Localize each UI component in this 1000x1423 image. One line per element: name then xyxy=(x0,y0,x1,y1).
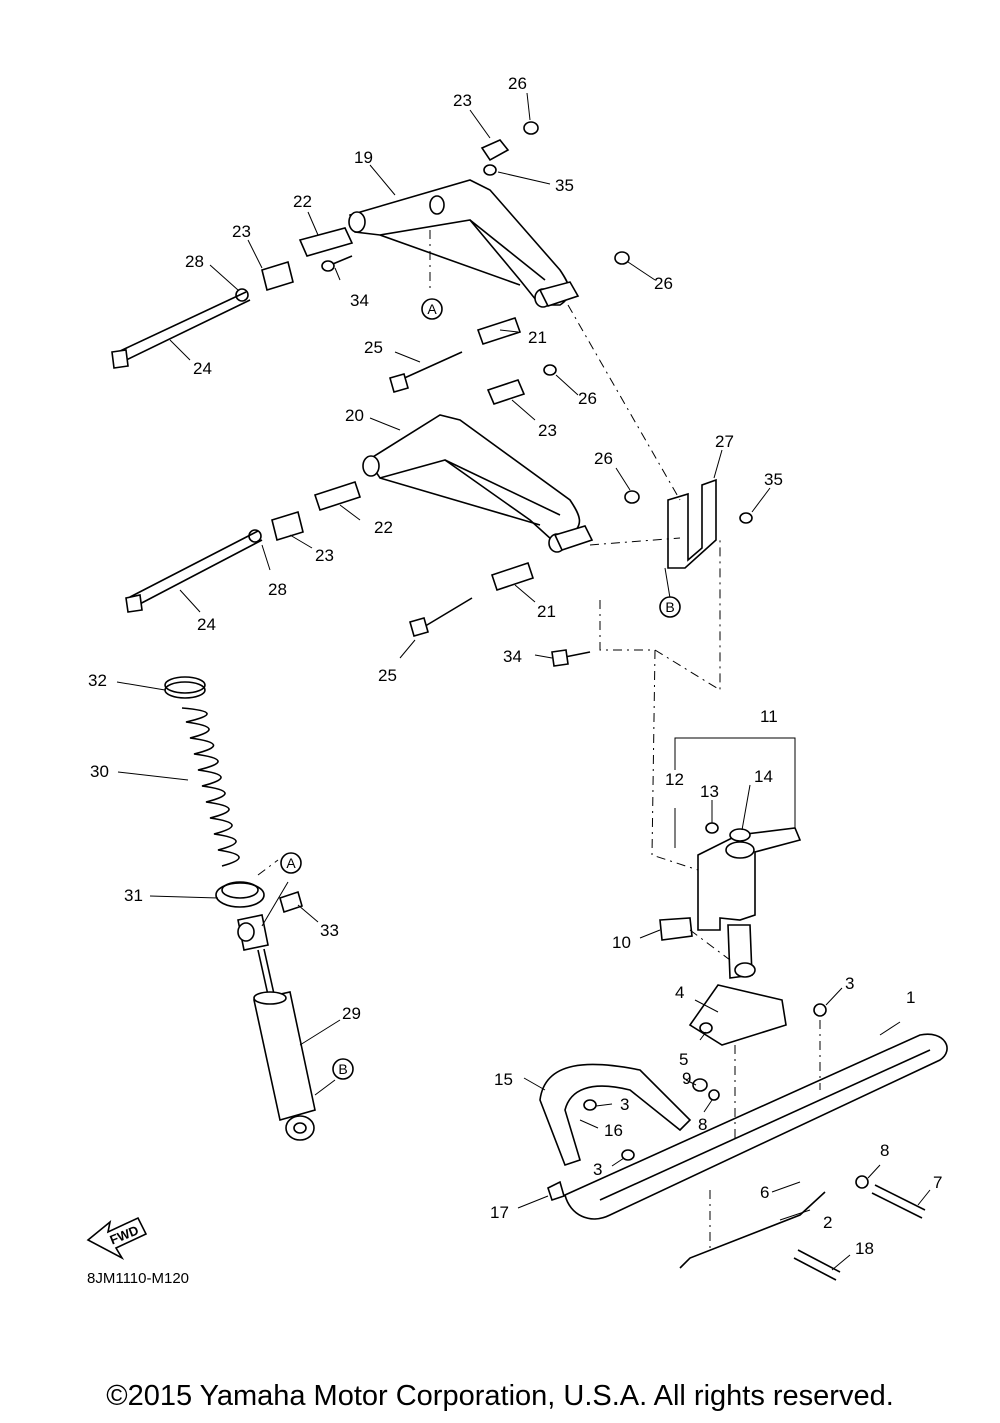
lower-a-arm xyxy=(362,414,594,553)
part-label: 22 xyxy=(374,518,393,537)
part-label: 23 xyxy=(453,91,472,110)
part-label: 23 xyxy=(232,222,251,241)
part-label: 35 xyxy=(555,176,574,195)
part-label: 34 xyxy=(350,291,369,310)
callout-circles: A A B B xyxy=(280,298,681,1080)
part-label: 24 xyxy=(197,615,216,634)
upper-a-arm xyxy=(348,179,580,308)
part-label: 7 xyxy=(933,1173,942,1192)
part-label: 28 xyxy=(185,252,204,271)
part-label: 25 xyxy=(378,666,397,685)
part-label: 23 xyxy=(538,421,557,440)
part-label: 11 xyxy=(760,707,778,726)
part-label: 30 xyxy=(90,762,109,781)
part-label: 28 xyxy=(268,580,287,599)
part-labels: 1 2 3 3 3 4 5 6 7 8 8 9 10 11 12 13 14 1… xyxy=(88,74,942,1258)
part-label: 33 xyxy=(320,921,339,940)
part-label: 16 xyxy=(604,1121,623,1140)
fwd-arrow-icon: FWD xyxy=(86,1216,148,1261)
callout-b-shock: B xyxy=(338,1061,347,1077)
leader-lines xyxy=(116,92,931,1271)
part-label: 20 xyxy=(345,406,364,425)
spindle-assembly xyxy=(659,822,802,979)
copyright-notice: ©2015 Yamaha Motor Corporation, U.S.A. A… xyxy=(106,1380,894,1412)
part-label: 15 xyxy=(494,1070,513,1089)
part-label: 21 xyxy=(537,602,556,621)
part-label: 32 xyxy=(88,671,107,690)
alignment-lines xyxy=(257,230,821,1250)
part-label: 26 xyxy=(508,74,527,93)
part-label: 18 xyxy=(855,1239,874,1258)
part-label: 17 xyxy=(490,1203,509,1222)
ski-assembly xyxy=(539,984,948,1281)
part-label: 2 xyxy=(823,1213,832,1232)
diagram-code: 8JM1110-M120 xyxy=(87,1270,189,1287)
upper-arm-hardware xyxy=(111,121,630,393)
part-label: 5 xyxy=(679,1050,688,1069)
shock-assembly xyxy=(164,676,316,1141)
part-label: 3 xyxy=(845,974,854,993)
part-label: 14 xyxy=(754,767,773,786)
part-label: 21 xyxy=(528,328,547,347)
part-label: 24 xyxy=(193,359,212,378)
part-label: 31 xyxy=(124,886,143,905)
part-label: 26 xyxy=(654,274,673,293)
part-label: 10 xyxy=(612,933,631,952)
callout-b-bracket: B xyxy=(665,599,674,615)
part-label: 25 xyxy=(364,338,383,357)
part-label: 1 xyxy=(906,988,915,1007)
part-label: 9 xyxy=(682,1069,691,1088)
callout-a-shock: A xyxy=(286,855,296,871)
lower-arm-hardware xyxy=(125,364,640,667)
part-label: 23 xyxy=(315,546,334,565)
part-label: 12 xyxy=(665,770,684,789)
part-label: 19 xyxy=(354,148,373,167)
part-label: 22 xyxy=(293,192,312,211)
part-label: 3 xyxy=(620,1095,629,1114)
part-label: 26 xyxy=(578,389,597,408)
callout-a-upper: A xyxy=(427,301,437,317)
part-label: 8 xyxy=(880,1141,889,1160)
part-label: 4 xyxy=(675,983,684,1002)
bracket xyxy=(667,478,753,569)
part-label: 13 xyxy=(700,782,719,801)
part-label: 34 xyxy=(503,647,522,666)
part-label: 27 xyxy=(715,432,734,451)
part-label: 26 xyxy=(594,449,613,468)
part-label: 6 xyxy=(760,1183,769,1202)
part-label: 3 xyxy=(593,1160,602,1179)
part-label: 35 xyxy=(764,470,783,489)
part-label: 29 xyxy=(342,1004,361,1023)
part-label: 8 xyxy=(698,1115,707,1134)
